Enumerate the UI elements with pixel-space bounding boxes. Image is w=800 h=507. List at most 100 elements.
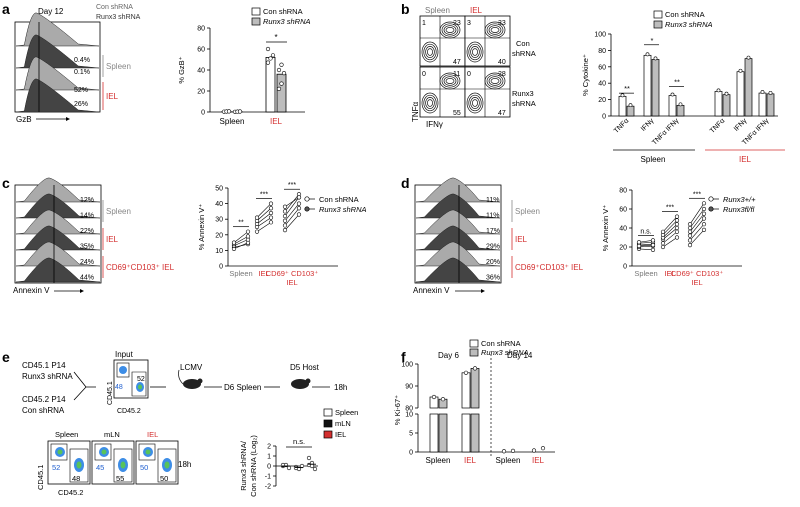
contour-line <box>445 78 455 84</box>
y-tick-label: 40 <box>197 68 205 75</box>
x-tick-label: IFNγ <box>733 117 749 133</box>
data-point <box>440 397 446 402</box>
data-point <box>746 55 751 60</box>
pair-line <box>689 229 705 246</box>
y-tick-label: 20 <box>619 245 627 252</box>
contour-line <box>486 23 504 37</box>
legend-label: Runx3 shRNA <box>319 205 367 214</box>
contour-line <box>486 74 504 88</box>
hours-label: 18h <box>178 460 191 469</box>
pair-line <box>662 237 678 248</box>
contour-line <box>472 48 478 56</box>
contour-line <box>488 25 502 35</box>
quadrant-value: 0 <box>467 71 471 78</box>
quadrant-value: 11 <box>453 71 460 78</box>
pct-label: 0.1% <box>74 69 90 76</box>
data-point <box>268 215 274 220</box>
data-point <box>286 465 292 471</box>
data-point <box>531 448 537 453</box>
y-tick-label: 20 <box>598 97 606 104</box>
contour-line <box>490 27 500 33</box>
x-axis-arrowhead <box>66 117 70 121</box>
legend-label: Con shRNA <box>319 195 359 204</box>
contour-line <box>468 94 482 112</box>
x-axis-label: IFNγ <box>426 120 443 129</box>
pair-line <box>284 197 300 217</box>
y-tick-label: 2 <box>267 444 271 451</box>
quadrant-value: 47 <box>498 110 506 117</box>
y-tick-label: 0 <box>602 114 606 121</box>
panel-a: a Day 12 Con shRNA Runx3 shRNA 0.4% 0.1%… <box>2 1 311 126</box>
population-blob <box>119 366 127 374</box>
histogram-trace <box>15 78 100 113</box>
data-point <box>760 90 765 94</box>
x-tick-label: CD69⁺ CD103⁺ <box>266 269 319 278</box>
bar <box>758 92 767 117</box>
lcmv-label: LCMV <box>180 363 203 372</box>
group-label-iel: IEL <box>515 235 528 244</box>
data-point <box>279 62 284 67</box>
row-label-runx: Runx3 shRNA <box>512 89 536 108</box>
significance-label: *** <box>260 192 268 199</box>
x-tick-label: TNFα <box>709 117 726 134</box>
mouse-icon <box>291 378 311 389</box>
donor-label: CD45.1 P14 Runx3 shRNA <box>22 361 73 381</box>
bar <box>429 413 439 453</box>
legend-swatch <box>653 20 663 29</box>
input-label: Input <box>115 350 134 359</box>
x-tick-label: Spleen <box>496 456 521 465</box>
pair-line <box>284 208 300 226</box>
y-axis-label: Runx3 shRNA/ <box>239 440 248 491</box>
contour-line <box>425 97 435 109</box>
histogram-trace <box>415 209 501 235</box>
population-blob <box>145 449 151 455</box>
x-axis-label: GzB <box>16 115 32 124</box>
y-tick-label: 60 <box>598 64 606 71</box>
significance-label: *** <box>288 182 296 189</box>
pair-line <box>662 216 678 233</box>
x-tick-label: IFNγ <box>640 117 656 133</box>
y-tick-label: 100 <box>401 362 413 369</box>
data-point <box>687 238 693 243</box>
data-point <box>674 214 680 219</box>
x-tick-label: Spleen <box>634 269 657 278</box>
gate-box <box>69 448 89 483</box>
contour-line <box>441 23 459 37</box>
legend-label: Con shRNA <box>665 10 705 19</box>
day-label: Day 12 <box>38 7 64 16</box>
gate-box <box>94 443 112 461</box>
data-point <box>501 449 507 454</box>
gate-value: 48 <box>115 384 123 391</box>
data-point <box>701 216 707 221</box>
contour-line <box>439 21 461 39</box>
data-point <box>296 195 302 200</box>
row-label-con: Con shRNA <box>512 39 536 58</box>
quadrant-value: 1 <box>422 20 426 27</box>
data-point <box>701 206 707 212</box>
histogram-trace <box>15 209 101 235</box>
data-point <box>309 463 315 469</box>
axis-label-cd452: CD45.2 <box>58 488 83 497</box>
data-point <box>306 455 312 461</box>
population-blob <box>120 461 126 469</box>
d6-label: D6 Spleen <box>224 383 261 392</box>
pair-line <box>662 223 678 238</box>
data-point <box>701 211 707 216</box>
pct-label: 11% <box>486 213 500 220</box>
bar <box>626 105 635 117</box>
pair-line <box>662 220 678 235</box>
y-tick-label: 0 <box>219 264 223 271</box>
pair-line <box>256 203 272 218</box>
data-point <box>678 102 683 107</box>
contour-line <box>421 41 439 63</box>
contour-line <box>425 46 435 58</box>
contour-line <box>439 72 461 90</box>
contour-line <box>427 99 433 107</box>
data-point <box>276 86 282 91</box>
histogram-trace <box>15 193 101 219</box>
histogram-trace <box>15 177 101 203</box>
pair-line <box>689 218 705 236</box>
